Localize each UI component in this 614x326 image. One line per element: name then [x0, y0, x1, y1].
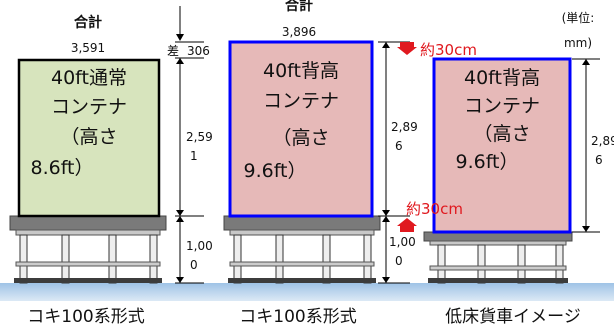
unit-note-line-2: mm) — [564, 36, 592, 50]
caption-2: コキ100系形式 — [239, 307, 356, 326]
total-value-2: 3,896 — [282, 25, 316, 39]
caption-3: 低床貨車イメージ — [445, 307, 581, 326]
container-1-line-4: 8.6ft） — [30, 157, 93, 179]
container-high-cube-2 — [432, 57, 572, 234]
difference-value: 306 — [187, 44, 210, 58]
height-dim-3b: 6 — [595, 153, 603, 167]
wagon-3 — [423, 231, 573, 284]
base-dim-2a: 1,00 — [389, 235, 416, 249]
dimension-3 — [572, 58, 600, 233]
height-dim-3a: 2,89 — [591, 134, 614, 148]
ground-strip — [0, 283, 614, 301]
dimension-1 — [175, 6, 204, 284]
container-3-line-1: 40ft背高 — [464, 67, 540, 89]
container-2-line-3: （高さ — [272, 127, 329, 149]
height-dim-2b: 6 — [395, 139, 403, 153]
difference-note-top: 約30cm — [420, 41, 477, 59]
container-2-text: 40ft背高 コンテナ （高さ 9.6ft） — [243, 60, 339, 182]
container-1-text: 40ft通常 コンテナ （高さ 8.6ft） — [30, 67, 127, 179]
total-label-1: 合計 — [74, 14, 102, 31]
height-dim-2a: 2,89 — [391, 120, 418, 134]
container-2-line-2: コンテナ — [263, 90, 339, 112]
container-3-text: 40ft背高 コンテナ （高さ 9.6ft） — [455, 67, 540, 173]
deck — [9, 215, 167, 231]
wagon-2 — [223, 215, 381, 284]
container-standard — [17, 58, 161, 218]
unit-note-line-1: (単位: — [562, 10, 595, 25]
height-dim-1a: 2,59 — [186, 130, 213, 144]
container-3-line-4: 9.6ft） — [455, 151, 518, 173]
container-3-line-2: コンテナ — [464, 95, 540, 117]
total-value-1: 3,591 — [71, 41, 105, 55]
height-dim-1b: 1 — [190, 149, 198, 163]
difference-note-bottom: 約30cm — [406, 200, 463, 218]
container-high-cube-1 — [228, 40, 374, 218]
container-2-line-4: 9.6ft） — [243, 160, 306, 182]
container-1-line-2: コンテナ — [51, 96, 127, 118]
container-1-line-3: （高さ — [60, 126, 117, 148]
base-dim-2b: 0 — [395, 254, 403, 268]
difference-label: 差 — [167, 44, 179, 58]
wagon-1 — [9, 215, 167, 284]
container-3-line-3: （高さ — [473, 123, 530, 145]
base-dim-1a: 1,00 — [186, 239, 213, 253]
total-label-2: 合計 — [285, 0, 313, 14]
caption-1: コキ100系形式 — [27, 307, 144, 326]
base-dim-1b: 0 — [190, 258, 198, 272]
dimension-2 — [378, 41, 410, 284]
arrow-down-icon — [397, 42, 417, 55]
arrow-up-icon — [397, 218, 417, 232]
container-1-line-1: 40ft通常 — [51, 67, 127, 89]
container-2-line-1: 40ft背高 — [263, 60, 339, 82]
